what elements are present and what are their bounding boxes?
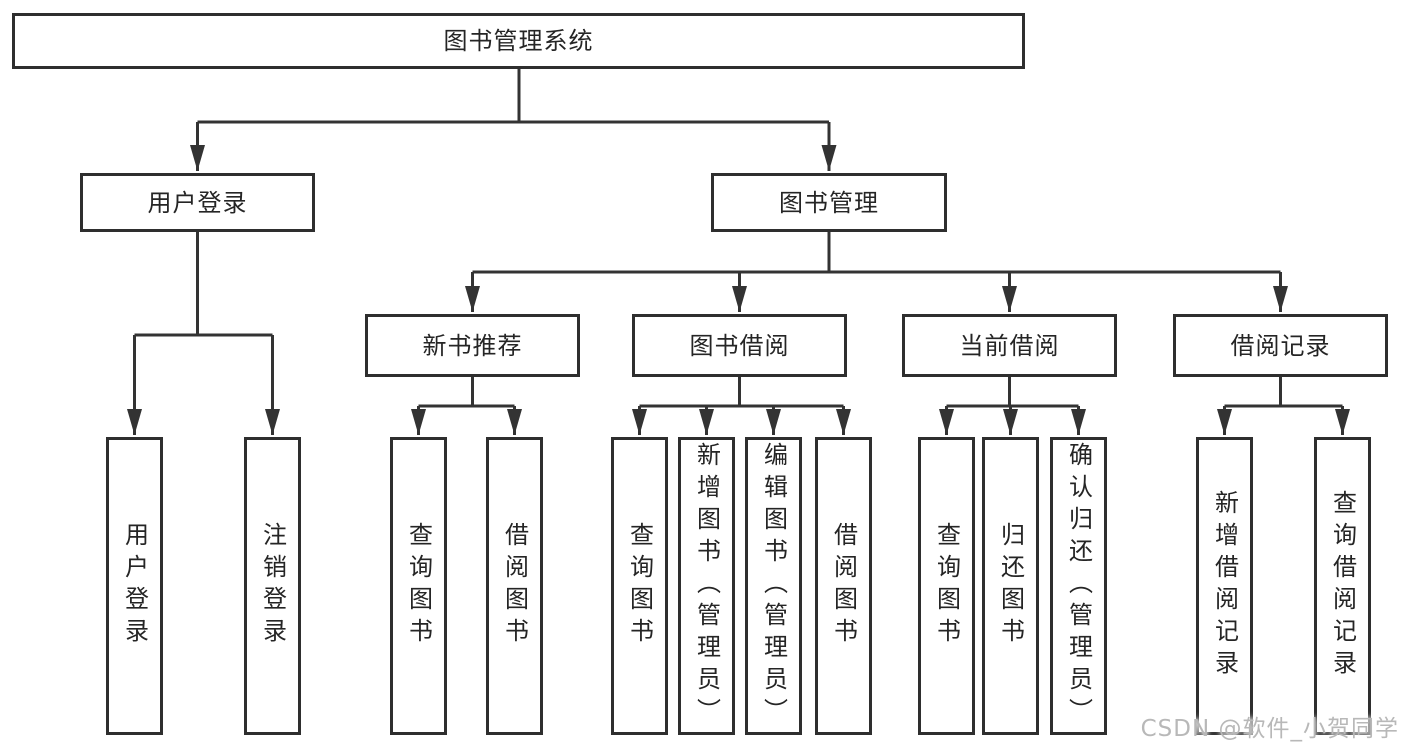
leaf-return-book-label: 归还图书 bbox=[996, 522, 1025, 650]
node-user-login-label: 用户登录 bbox=[147, 188, 248, 217]
leaf-user-login-label: 用户登录 bbox=[120, 522, 149, 650]
node-borrow-records-label: 借阅记录 bbox=[1230, 331, 1331, 360]
leaf-user-login: 用户登录 bbox=[106, 437, 163, 735]
leaf-add-book-admin-label: 新增图书（管理员） bbox=[692, 442, 721, 730]
leaf-borrow-books-2-label: 借阅图书 bbox=[829, 522, 858, 650]
node-root-label: 图书管理系统 bbox=[443, 27, 594, 55]
leaf-query-borrow-record: 查询借阅记录 bbox=[1314, 437, 1371, 735]
leaf-query-books-1: 查询图书 bbox=[390, 437, 447, 735]
leaf-return-book: 归还图书 bbox=[982, 437, 1039, 735]
leaf-borrow-books-1: 借阅图书 bbox=[486, 437, 543, 735]
leaf-edit-book-admin-label: 编辑图书（管理员） bbox=[759, 442, 788, 730]
leaf-add-borrow-record: 新增借阅记录 bbox=[1196, 437, 1253, 735]
leaf-confirm-return-admin-label: 确认归还（管理员） bbox=[1064, 442, 1093, 730]
node-root: 图书管理系统 bbox=[12, 13, 1025, 69]
node-borrow-records: 借阅记录 bbox=[1173, 314, 1388, 377]
node-current-borrow: 当前借阅 bbox=[902, 314, 1117, 377]
node-user-login: 用户登录 bbox=[80, 173, 315, 232]
leaf-query-books-1-label: 查询图书 bbox=[404, 522, 433, 650]
node-new-book-recommend: 新书推荐 bbox=[365, 314, 580, 377]
leaf-confirm-return-admin: 确认归还（管理员） bbox=[1050, 437, 1107, 735]
csdn-watermark: CSDN @软件_小贺同学 bbox=[1140, 716, 1399, 742]
leaf-borrow-books-1-label: 借阅图书 bbox=[500, 522, 529, 650]
leaf-add-book-admin: 新增图书（管理员） bbox=[678, 437, 735, 735]
node-book-borrow: 图书借阅 bbox=[632, 314, 847, 377]
node-new-book-recommend-label: 新书推荐 bbox=[422, 331, 523, 360]
leaf-query-books-3-label: 查询图书 bbox=[932, 522, 961, 650]
node-current-borrow-label: 当前借阅 bbox=[959, 331, 1060, 360]
leaf-query-books-2-label: 查询图书 bbox=[625, 522, 654, 650]
leaf-query-books-3: 查询图书 bbox=[918, 437, 975, 735]
leaf-logout-login: 注销登录 bbox=[244, 437, 301, 735]
leaf-query-books-2: 查询图书 bbox=[611, 437, 668, 735]
leaf-logout-login-label: 注销登录 bbox=[258, 522, 287, 650]
node-book-borrow-label: 图书借阅 bbox=[689, 331, 790, 360]
leaf-edit-book-admin: 编辑图书（管理员） bbox=[745, 437, 802, 735]
node-book-management: 图书管理 bbox=[711, 173, 947, 232]
leaf-borrow-books-2: 借阅图书 bbox=[815, 437, 872, 735]
leaf-query-borrow-record-label: 查询借阅记录 bbox=[1328, 490, 1357, 682]
leaf-add-borrow-record-label: 新增借阅记录 bbox=[1210, 490, 1239, 682]
node-book-management-label: 图书管理 bbox=[779, 188, 879, 217]
